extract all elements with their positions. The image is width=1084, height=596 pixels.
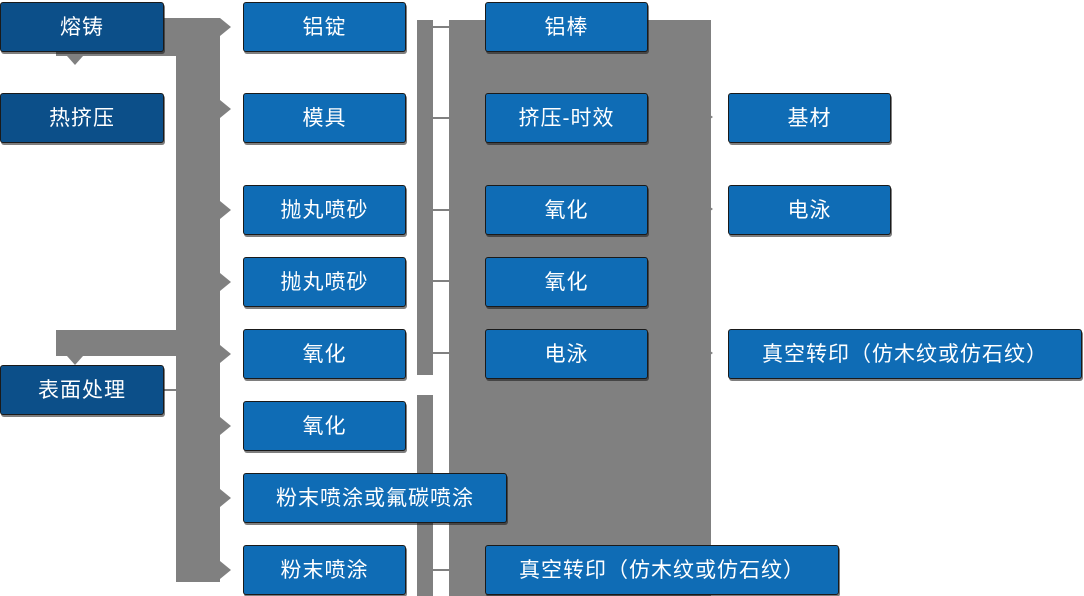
arrow-to-process-3 (220, 201, 231, 219)
output-node-label: 真空转印（仿木纹或仿石纹） (762, 342, 1048, 366)
process-node-aluminum-ingot[interactable]: 铝锭 (243, 2, 406, 52)
rail-tie-6 (431, 569, 451, 571)
process-node-label: 铝锭 (302, 15, 347, 39)
rail-tie-1 (431, 26, 451, 28)
arrow-to-process-8 (220, 561, 231, 579)
process-node-label: 模具 (302, 106, 347, 130)
treatment-node-oxidation-2[interactable]: 氧化 (485, 257, 648, 307)
output-node-base-material[interactable]: 基材 (728, 93, 891, 143)
rail-tie-4 (431, 280, 451, 282)
process-node-label: 抛丸喷砂 (280, 270, 369, 294)
process-node-label: 氧化 (302, 414, 347, 438)
rail-tie-2 (431, 117, 451, 119)
treatment-node-label: 氧化 (544, 270, 589, 294)
connector-stage-trunk (176, 18, 220, 582)
output-node-label: 电泳 (787, 198, 832, 222)
arrow-to-process-4 (220, 273, 231, 291)
arrow-to-process-5 (220, 345, 231, 363)
treatment-node-label: 氧化 (544, 198, 589, 222)
stage-node-melting[interactable]: 熔铸 (0, 2, 164, 52)
treatment-node-label: 电泳 (544, 342, 589, 366)
process-node-shot-blasting-2[interactable]: 抛丸喷砂 (243, 257, 406, 307)
rail-gap-top (433, 0, 449, 20)
output-node-label: 基材 (787, 106, 832, 130)
stage-node-surface-treatment[interactable]: 表面处理 (0, 365, 164, 415)
treatment-node-electrophoresis[interactable]: 电泳 (485, 329, 648, 379)
connector-surface-branch (56, 330, 176, 356)
stage-node-hot-extrusion[interactable]: 热挤压 (0, 93, 164, 143)
process-node-label: 粉末喷涂或氟碳喷涂 (276, 486, 474, 510)
connector-down-arrow-1 (67, 56, 83, 65)
arrow-to-output-3 (703, 346, 713, 360)
process-node-mold[interactable]: 模具 (243, 93, 406, 143)
process-node-label: 抛丸喷砂 (280, 198, 369, 222)
rail-tie-5 (431, 352, 451, 354)
arrow-to-process-1 (220, 18, 231, 36)
connector-process-rail-left (417, 20, 433, 375)
process-node-powder-coating[interactable]: 粉末喷涂 (243, 545, 406, 595)
treatment-node-oxidation-1[interactable]: 氧化 (485, 185, 648, 235)
process-node-label: 粉末喷涂 (280, 558, 369, 582)
stage-node-label: 熔铸 (60, 15, 104, 39)
treatment-node-vacuum-transfer-printing[interactable]: 真空转印（仿木纹或仿石纹） (485, 545, 839, 595)
treatment-node-label: 真空转印（仿木纹或仿石纹） (519, 558, 805, 582)
rail-tie-3 (431, 209, 451, 211)
arrow-to-process-7 (220, 489, 231, 507)
process-node-powder-or-fluorocarbon-coating[interactable]: 粉末喷涂或氟碳喷涂 (243, 473, 507, 523)
stage-node-label: 热挤压 (49, 106, 115, 130)
arrow-to-process-2 (220, 100, 231, 118)
process-node-oxidation-1[interactable]: 氧化 (243, 329, 406, 379)
process-node-shot-blasting-1[interactable]: 抛丸喷砂 (243, 185, 406, 235)
treatment-node-label: 挤压-时效 (518, 106, 615, 130)
process-node-oxidation-2[interactable]: 氧化 (243, 401, 406, 451)
output-node-electrophoresis[interactable]: 电泳 (728, 185, 891, 235)
treatment-node-extrusion-aging[interactable]: 挤压-时效 (485, 93, 648, 143)
treatment-node-label: 铝棒 (544, 15, 589, 39)
connector-down-arrow-2 (67, 356, 83, 365)
treatment-node-aluminum-bar[interactable]: 铝棒 (485, 2, 648, 52)
arrow-to-output-2 (703, 202, 713, 216)
output-node-vacuum-transfer-printing[interactable]: 真空转印（仿木纹或仿石纹） (728, 329, 1082, 379)
arrow-to-output-1 (703, 110, 713, 124)
stage-node-label: 表面处理 (38, 378, 126, 402)
process-node-label: 氧化 (302, 342, 347, 366)
arrow-to-process-6 (220, 417, 231, 435)
connector-surface-stub (163, 389, 185, 391)
